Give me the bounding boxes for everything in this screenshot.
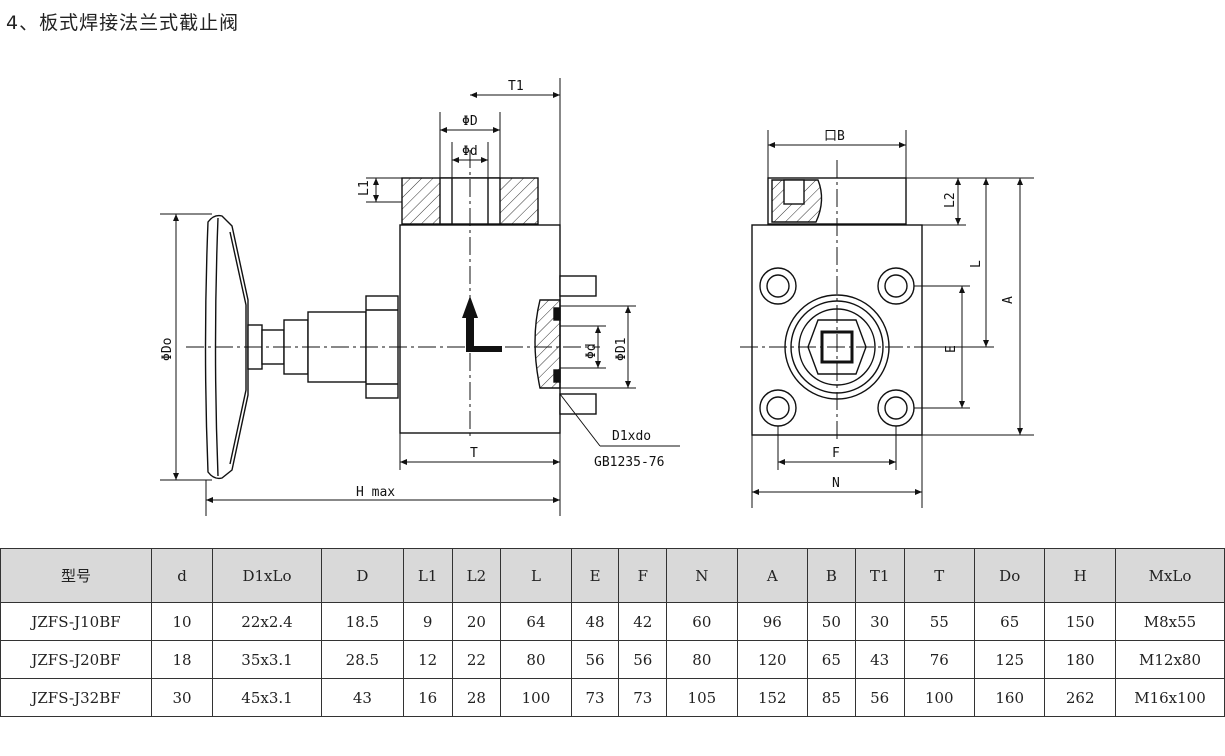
cell: 150 [1044, 602, 1116, 641]
header-d1xlo: D1xLo [212, 548, 322, 603]
cell: 80 [666, 640, 738, 679]
cell: 28 [451, 678, 502, 717]
cell: 20 [451, 602, 502, 641]
header-L2: L2 [451, 548, 502, 603]
label-phiD: ΦD [462, 114, 478, 129]
header-H: H [1044, 548, 1116, 603]
spec-table: 型号 d D1xLo D L1 L2 L E F N A B T1 T Do H… [0, 548, 1225, 717]
header-L: L [500, 548, 572, 603]
bolt-hole [759, 267, 797, 305]
cell: 48 [570, 602, 620, 641]
cell: 125 [973, 640, 1046, 679]
header-T1: T1 [854, 548, 905, 603]
cell: 30 [854, 602, 905, 641]
cell: 12 [402, 640, 453, 679]
page-title: 4、板式焊接法兰式截止阀 [6, 12, 240, 34]
side-view-labels: T1 ΦD Φd L1 ΦDo T H max Φd ΦD1 D1xdo GB1… [160, 79, 664, 500]
cell: JZFS-J10BF [0, 602, 152, 641]
cell: 45x3.1 [212, 678, 322, 717]
label-L: L [969, 260, 984, 268]
cell: 35x3.1 [212, 640, 322, 679]
label-phid: Φd [462, 144, 478, 159]
label-gb: GB1235-76 [594, 455, 664, 470]
label-phid2: Φd [584, 343, 599, 359]
cell: 56 [854, 678, 905, 717]
cell: 60 [666, 602, 738, 641]
label-L2: L2 [943, 192, 958, 208]
header-A: A [736, 548, 808, 603]
cell: 262 [1044, 678, 1116, 717]
table-header-row: 型号 d D1xLo D L1 L2 L E F N A B T1 T Do H… [0, 548, 1225, 603]
front-view-dimensions [740, 130, 1034, 508]
header-F: F [618, 548, 668, 603]
cell: 18 [151, 640, 213, 679]
cell: 80 [500, 640, 572, 679]
header-model: 型号 [0, 548, 152, 603]
cell: 105 [666, 678, 738, 717]
label-A: A [1001, 296, 1016, 304]
header-L1: L1 [402, 548, 453, 603]
label-E: E [944, 345, 959, 353]
cell: 22 [451, 640, 502, 679]
cell: 73 [618, 678, 668, 717]
cell: 96 [736, 602, 808, 641]
label-Hmax: H max [356, 485, 395, 500]
label-phiD1: ΦD1 [614, 338, 629, 361]
cell: M12x80 [1115, 640, 1225, 679]
cell: 64 [500, 602, 572, 641]
header-Do: Do [973, 548, 1046, 603]
cell: 180 [1044, 640, 1116, 679]
cell: 42 [618, 602, 668, 641]
header-D: D [321, 548, 404, 603]
label-D1xdo: D1xdo [612, 429, 651, 444]
cell: 160 [973, 678, 1046, 717]
header-E: E [570, 548, 620, 603]
cell: 16 [402, 678, 453, 717]
label-T: T [470, 446, 478, 461]
cell: 100 [903, 678, 976, 717]
side-view [204, 177, 597, 480]
cell: 85 [806, 678, 856, 717]
label-L1: L1 [357, 180, 372, 196]
cell: 22x2.4 [212, 602, 322, 641]
cell: 76 [903, 640, 976, 679]
header-T: T [903, 548, 976, 603]
header-mxlo: MxLo [1115, 548, 1225, 603]
header-d: d [151, 548, 213, 603]
cell: 10 [151, 602, 213, 641]
cell: 152 [736, 678, 808, 717]
cell: 43 [854, 640, 905, 679]
label-F: F [832, 446, 840, 461]
side-view-dimensions [160, 78, 680, 516]
cell: 56 [570, 640, 620, 679]
cell: M16x100 [1115, 678, 1225, 717]
cell: 43 [321, 678, 404, 717]
front-view-labels: 口B L2 L A E F N [824, 129, 1016, 491]
cell: M8x55 [1115, 602, 1225, 641]
table-row: JZFS-J10BF 10 22x2.4 18.5 9 20 64 48 42 … [0, 602, 1225, 641]
label-T1: T1 [508, 79, 524, 94]
cell: 18.5 [321, 602, 404, 641]
cell: JZFS-J20BF [0, 640, 152, 679]
header-B: B [806, 548, 856, 603]
cell: 55 [903, 602, 976, 641]
valve-technical-drawing: T1 ΦD Φd L1 ΦDo T H max Φd ΦD1 D1xdo GB1… [160, 78, 1034, 516]
cell: 65 [806, 640, 856, 679]
cell: 56 [618, 640, 668, 679]
cell: 30 [151, 678, 213, 717]
cell: 100 [500, 678, 572, 717]
label-N: N [832, 476, 840, 491]
table-row: JZFS-J32BF 30 45x3.1 43 16 28 100 73 73 … [0, 678, 1225, 717]
cell: 50 [806, 602, 856, 641]
table-row: JZFS-J20BF 18 35x3.1 28.5 12 22 80 56 56… [0, 640, 1225, 679]
header-N: N [666, 548, 738, 603]
cell: 120 [736, 640, 808, 679]
cell: JZFS-J32BF [0, 678, 152, 717]
cell: 28.5 [321, 640, 404, 679]
cell: 73 [570, 678, 620, 717]
label-B: 口B [824, 129, 845, 144]
cell: 65 [973, 602, 1046, 641]
label-phiDo: ΦDo [160, 338, 175, 361]
cell: 9 [402, 602, 453, 641]
